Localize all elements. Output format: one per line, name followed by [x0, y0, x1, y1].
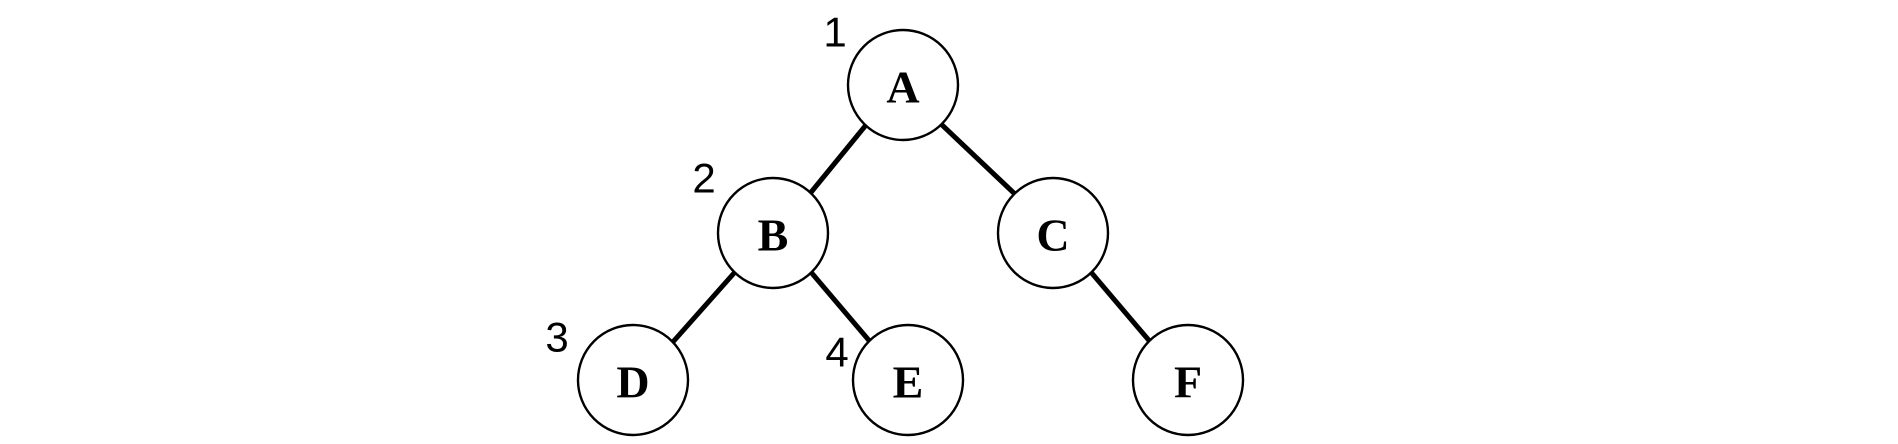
tree-node-b[interactable]: B	[716, 176, 830, 290]
tree-edge-b-e	[808, 269, 874, 346]
node-label-d: D	[616, 357, 649, 408]
nodes-group: A B C D E F	[576, 28, 1245, 437]
node-label-f: F	[1174, 357, 1202, 408]
tree-node-f[interactable]: F	[1131, 323, 1245, 437]
tree-node-e[interactable]: E	[851, 323, 965, 437]
node-label-e: E	[893, 357, 924, 408]
tree-node-d[interactable]: D	[576, 323, 690, 437]
node-circle-d	[576, 323, 690, 437]
node-circle-b	[716, 176, 830, 290]
tree-edge-b-d	[670, 270, 737, 345]
order-labels-group: 1 2 3 4	[545, 9, 848, 376]
node-label-a: A	[886, 62, 919, 113]
order-label-e: 4	[825, 329, 848, 376]
tree-node-c[interactable]: C	[996, 176, 1110, 290]
node-label-b: B	[758, 210, 789, 261]
order-label-a: 1	[823, 9, 846, 56]
tree-node-a[interactable]: A	[846, 28, 960, 142]
node-label-c: C	[1036, 210, 1069, 261]
order-label-b: 2	[692, 155, 715, 202]
node-circle-a	[846, 28, 960, 142]
tree-edge-a-c	[939, 122, 1019, 198]
order-label-d: 3	[545, 314, 568, 361]
tree-edge-c-f	[1088, 269, 1154, 346]
node-circle-f	[1131, 323, 1245, 437]
tree-edge-a-b	[806, 123, 868, 198]
node-circle-c	[996, 176, 1110, 290]
node-circle-e	[851, 323, 965, 437]
edges-group	[670, 122, 1154, 346]
